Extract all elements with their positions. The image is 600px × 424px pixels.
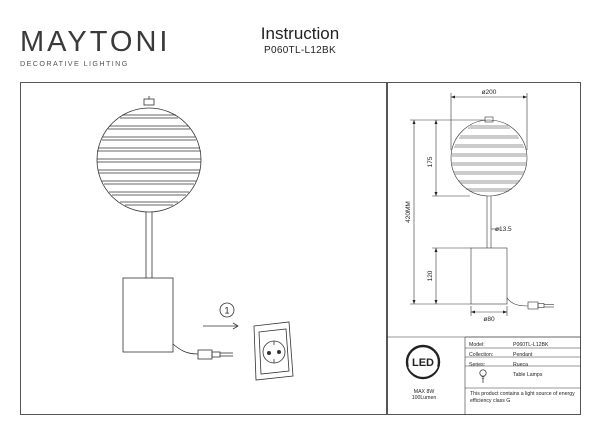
energy-note: This product contains a light source of … [470,391,575,404]
lamp-base [122,277,174,353]
spec-value: Table Lamps [513,372,543,378]
document-title: Instruction [260,24,340,43]
spec-value: Rueca [513,362,528,368]
dim-shade-diameter: ø200 [482,89,497,96]
spec-value: Pendant [513,352,533,358]
dim-base [470,247,508,305]
led-label: LED [412,357,434,369]
lamp-globe [96,107,202,213]
spec-label: Collection: [469,352,494,358]
brand-logo: MAYTONI DECORATIVE LIGHTING [20,27,182,68]
step-circle [219,302,235,318]
bulb-icon [479,369,487,383]
led-lumen: 100Lumen [411,395,437,402]
led-badge [405,344,441,380]
model-code: P060TL-L12BK [264,45,336,56]
wall-socket [253,321,294,381]
power-plug [197,349,213,360]
power-cable [172,343,199,355]
spec-value: P060TL-L12BK [513,342,549,348]
brand-tagline: DECORATIVE LIGHTING [20,59,129,68]
dim-base-diameter: ø80 [483,316,495,323]
document-header: Instruction P060TL-L12BK [240,24,360,56]
spec-label: Model: [469,342,485,348]
dim-rod-diameter: ø13.5 [495,226,512,233]
spec-label: Series: [469,362,486,368]
dim-globe [450,119,528,197]
globe-ribs [97,114,201,206]
led-power: MAX 8W [413,389,435,395]
lamp-cap [143,98,155,106]
dimensions-panel [387,82,581,415]
dim-total-height: 420MM [405,201,412,223]
step-number: 1 [224,306,229,316]
led-caption: MAX 8W 100Lumen [400,389,448,402]
dim-shade-height: 175 [427,156,434,167]
assembly-panel [20,82,387,415]
dim-base-height: 120 [427,270,434,281]
brand-name: MAYTONI [20,26,171,58]
